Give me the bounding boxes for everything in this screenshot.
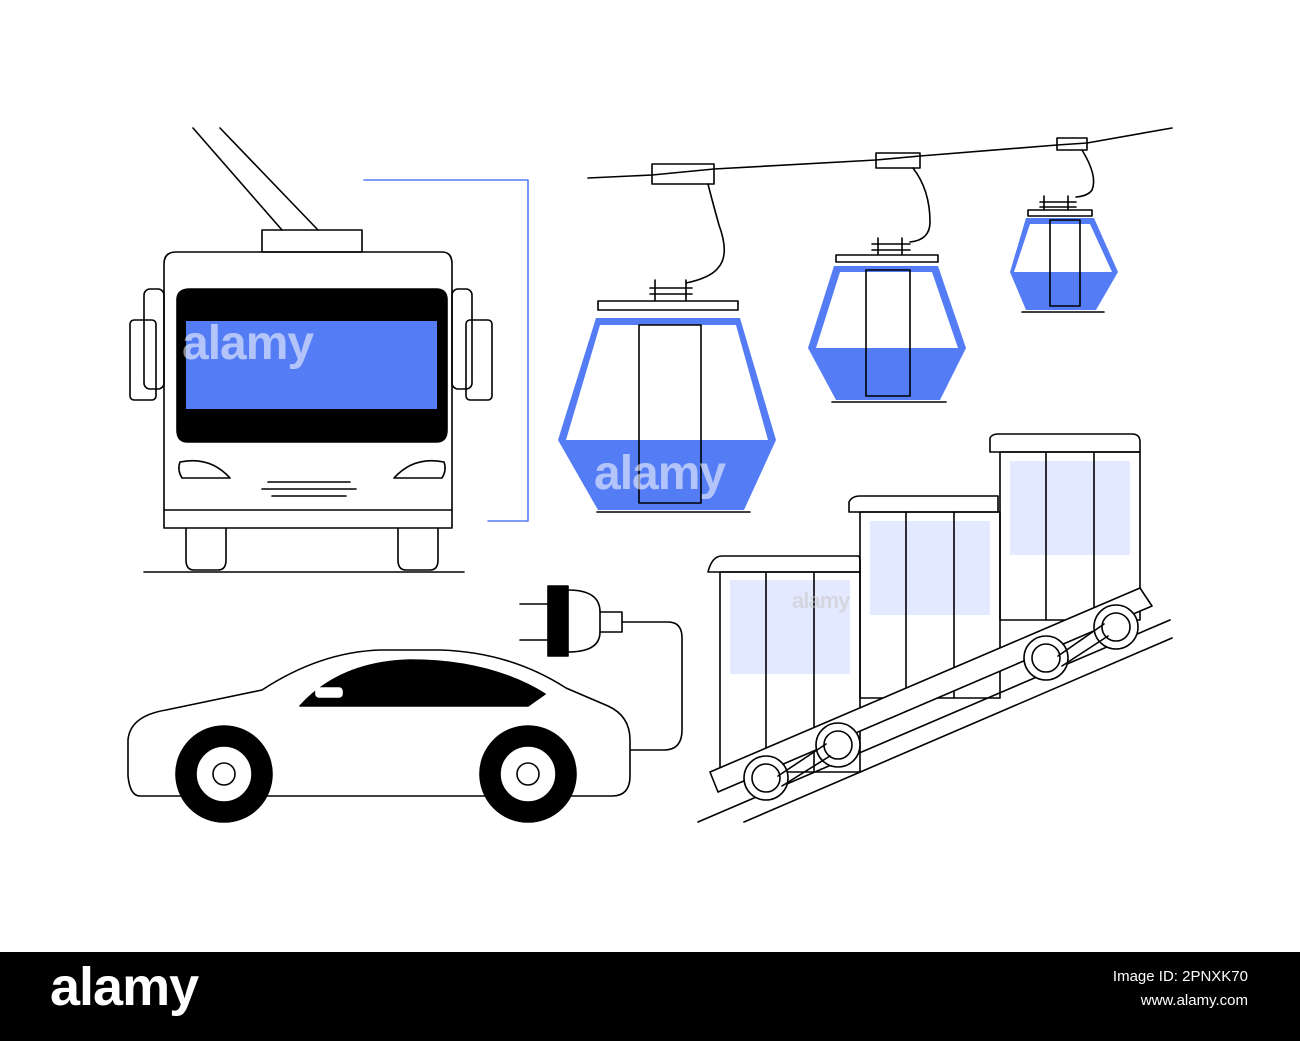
plug-icon <box>520 586 682 750</box>
site-url: www.alamy.com <box>1140 992 1248 1009</box>
image-id: Image ID: 2PNXK70 <box>1112 968 1248 985</box>
bracket-line <box>364 180 528 521</box>
cable-car-icon <box>558 128 1172 512</box>
trolleybus-icon <box>130 128 492 572</box>
brand-logo: alamy <box>50 957 199 1017</box>
electric-car-icon <box>128 650 630 822</box>
footer-bar: alamy Image ID: 2PNXK70 www.alamy.com <box>0 952 1300 1041</box>
transport-illustration <box>0 0 1300 952</box>
funicular-icon <box>698 434 1172 822</box>
